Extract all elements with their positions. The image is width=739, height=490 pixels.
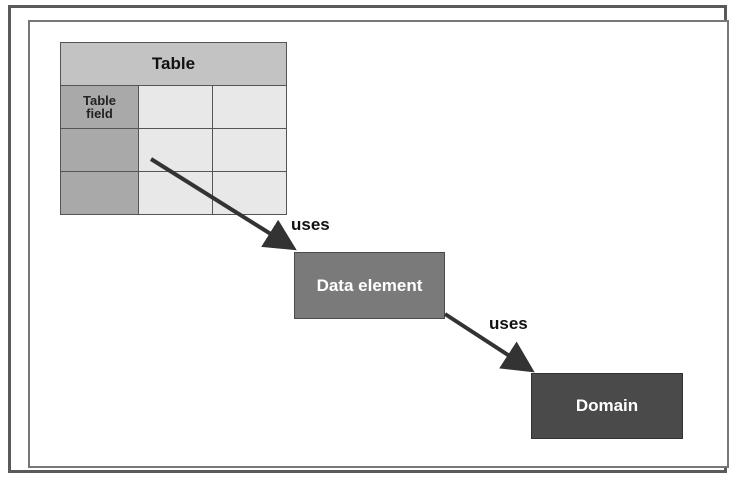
domain-node: Domain — [531, 373, 683, 439]
table-cell — [212, 129, 286, 171]
edge-label-uses: uses — [291, 215, 330, 234]
table-key-cell — [61, 129, 139, 171]
table-cell — [139, 129, 212, 171]
table-cell — [212, 86, 286, 128]
arrow-data-element-to-domain — [443, 312, 535, 373]
table-key-cell — [61, 172, 139, 214]
arrow-table-to-data-element — [149, 157, 297, 251]
table-cell — [139, 172, 212, 214]
table-cell — [139, 86, 212, 128]
table-title: Table — [61, 43, 286, 86]
table-row — [61, 172, 286, 214]
edge-label-uses: uses — [489, 314, 528, 333]
data-element-node: Data element — [294, 252, 445, 319]
table-row — [61, 129, 286, 172]
